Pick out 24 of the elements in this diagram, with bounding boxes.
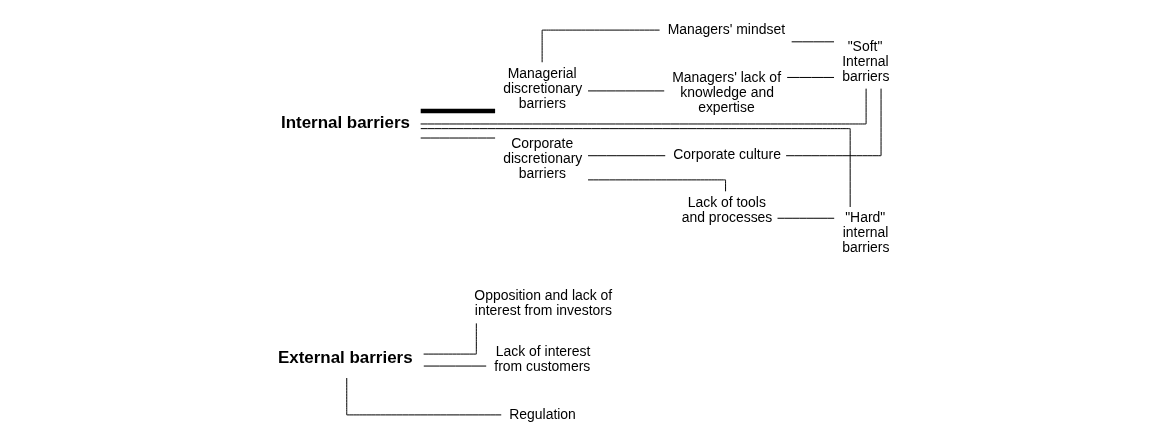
node-text: "Soft" Internal barriers — [842, 37, 890, 84]
connector — [420, 88, 867, 125]
node-text: Managers' mindset — [667, 20, 786, 37]
node-text: Internal barriers — [280, 112, 410, 132]
node-text: Lack of tools and processes — [681, 193, 773, 225]
connector — [786, 76, 835, 78]
node-text: Managerial discretionary barriers — [503, 64, 583, 111]
node-text: Managers' lack of knowledge and expertise — [672, 68, 782, 115]
node-text: "Hard" internal barriers — [842, 209, 890, 256]
connector — [587, 155, 666, 157]
node-text: Corporate discretionary barriers — [503, 135, 583, 182]
connector — [420, 108, 496, 114]
node-text: Lack of interest from customers — [494, 343, 591, 375]
node-text: Regulation — [509, 405, 576, 422]
connector — [791, 41, 835, 43]
connector — [423, 322, 477, 355]
node-text: Corporate culture — [673, 146, 781, 163]
connector — [777, 217, 835, 219]
connector — [420, 128, 851, 208]
connector — [541, 29, 661, 63]
connector — [785, 88, 882, 157]
node-text: External barriers — [277, 348, 413, 368]
node-text: Opposition and lack of interest from investors — [474, 287, 613, 319]
connector — [346, 377, 502, 416]
